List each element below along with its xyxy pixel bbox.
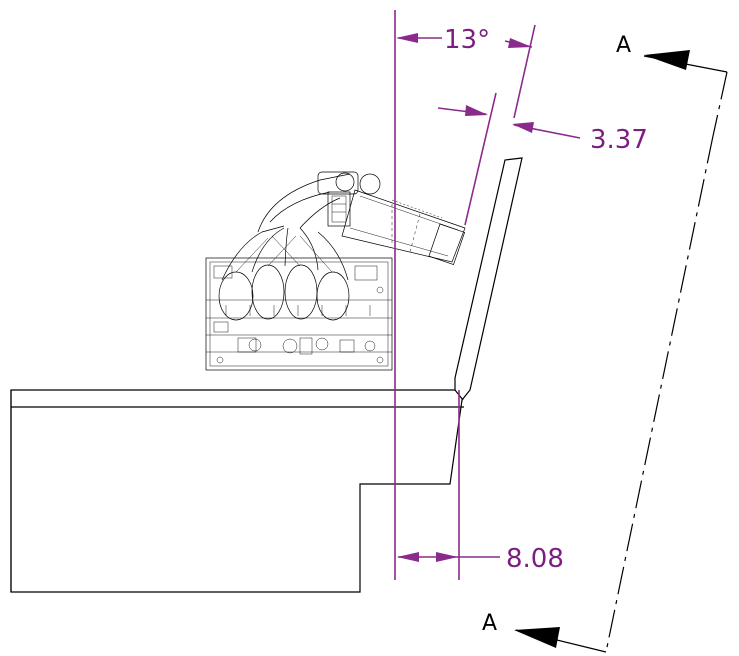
reference-line xyxy=(394,10,460,580)
offset-bottom-dimension: 8.08 xyxy=(397,544,564,574)
engine-block xyxy=(205,257,393,371)
offset-bottom-dimension-label: 8.08 xyxy=(506,544,564,574)
section-label-bottom: A xyxy=(482,611,497,636)
section-line: A A xyxy=(482,33,728,653)
offset-top-dimension-label: 3.37 xyxy=(590,125,648,155)
angle-dimension-label: 13° xyxy=(444,25,490,55)
engine-assembly xyxy=(205,171,466,371)
exhaust-header xyxy=(218,171,466,321)
offset-top-dimension: 3.37 xyxy=(437,92,648,226)
vehicle-body xyxy=(10,157,523,593)
section-label-top: A xyxy=(616,33,631,58)
angle-dimension: 13° xyxy=(396,24,536,119)
